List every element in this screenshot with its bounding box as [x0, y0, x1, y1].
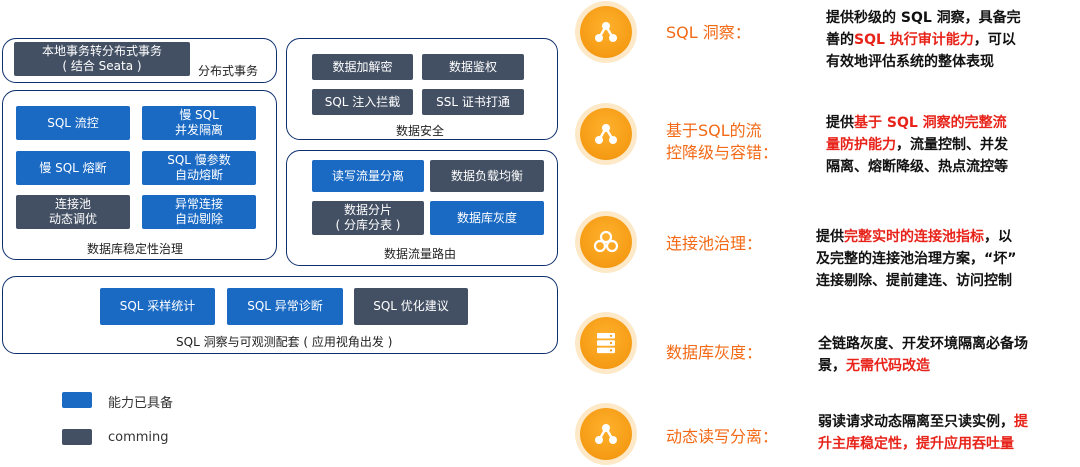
box-rw-traffic-split: 读写流量分离	[312, 160, 424, 192]
feature-rw-split-icon-circle	[580, 408, 632, 460]
highlight-text: 基于 SQL 洞察的完整流	[854, 115, 1007, 131]
desc-text: ，可以	[973, 32, 1016, 48]
desc-text: 及完整的连接池治理方案，“坏”	[816, 251, 1017, 267]
box-data-encryption: 数据加解密	[312, 54, 413, 80]
desc-text: 善的	[826, 32, 854, 48]
desc-text: 提供	[826, 115, 854, 131]
group-distributed-title: 分布式事务	[198, 64, 259, 78]
legend-available-swatch	[62, 392, 92, 408]
box-slow-sql-isolation: 慢 SQL 并发隔离	[142, 106, 256, 140]
group-routing-title: 数据流量路由	[384, 247, 457, 261]
feature-flow-control-icon-circle	[580, 108, 632, 160]
feature-db-gray-desc: 全链路灰度、开发环境隔离必备场景，无需代码改造	[818, 333, 1068, 377]
group-observability-title: SQL 洞察与可观测配套 ( 应用视角出发 )	[176, 335, 393, 349]
legend-coming-label: comming	[108, 430, 169, 445]
desc-text: 连接剔除、提前建连、访问控制	[816, 273, 1012, 289]
share-nodes-icon	[595, 124, 617, 144]
feature-db-gray-title: 数据库灰度：	[666, 343, 763, 362]
desc-text: 景，	[818, 358, 846, 374]
box-sql-sampling: SQL 采样统计	[100, 288, 215, 325]
highlight-text: 升主库稳定性，提升应用吞吐量	[818, 436, 1014, 452]
box-sql-injection-block: SQL 注入拦截	[312, 89, 413, 115]
group-security-title: 数据安全	[396, 124, 445, 138]
feature-connection-pool-icon-circle	[580, 216, 632, 268]
database-icon	[597, 333, 615, 354]
highlight-text: 无需代码改造	[846, 358, 930, 374]
desc-text: 隔离、熔断降级、热点流控等	[826, 159, 1008, 175]
feature-flow-control-desc: 提供基于 SQL 洞察的完整流量防护能力，流量控制、并发隔离、熔断降级、热点流控…	[826, 112, 1066, 178]
feature-flow-control-title: 基于SQL的流 控降级与容错：	[666, 121, 779, 162]
box-sql-anomaly-diagnosis: SQL 异常诊断	[227, 288, 343, 325]
feature-connection-pool-desc: 提供完整实时的连接池指标，以及完整的连接池治理方案，“坏” 连接剔除、提前建连、访…	[816, 226, 1066, 292]
box-sql-optimization: SQL 优化建议	[354, 288, 468, 325]
feature-sql-insight-icon-circle	[580, 6, 632, 58]
box-data-authentication: 数据鉴权	[422, 54, 524, 80]
legend-coming-swatch	[62, 429, 92, 445]
box-ssl-certificate: SSL 证书打通	[422, 89, 524, 115]
feature-sql-insight-desc: 提供秒级的 SQL 洞察，具备完善的SQL 执行审计能力，可以有效地评估系统的整…	[826, 7, 1066, 73]
feature-db-gray-icon-circle	[580, 317, 632, 369]
cloud-icon	[593, 230, 619, 253]
desc-text: ，以	[984, 229, 1012, 245]
feature-rw-split-desc: 弱读请求动态隔离至只读实例，提升主库稳定性，提升应用吞吐量	[818, 411, 1068, 455]
box-sql-slow-param-break: SQL 慢参数 自动熔断	[142, 151, 256, 185]
desc-text: 弱读请求动态隔离至只读实例，	[818, 414, 1014, 430]
box-abnormal-conn-removal: 异常连接 自动剔除	[142, 195, 256, 229]
highlight-text: 提	[1014, 414, 1028, 430]
box-db-gray-release: 数据库灰度	[430, 201, 544, 235]
highlight-text: SQL 执行审计能力	[854, 32, 974, 48]
share-nodes-icon	[595, 424, 617, 444]
group-stability-title: 数据库稳定性治理	[87, 242, 184, 256]
feature-rw-split-title: 动态读写分离：	[666, 427, 779, 446]
box-load-balancing: 数据负载均衡	[430, 160, 544, 192]
box-pool-dynamic-tuning: 连接池 动态调优	[16, 195, 130, 229]
feature-connection-pool-title: 连接池治理：	[666, 234, 763, 253]
box-sql-flow-control: SQL 流控	[16, 106, 130, 140]
legend-available-label: 能力已具备	[108, 396, 174, 411]
desc-text: 全链路灰度、开发环境隔离必备场	[818, 336, 1028, 352]
desc-text: 有效地评估系统的整体表现	[826, 54, 994, 70]
desc-text: 提供	[816, 229, 844, 245]
desc-text: 提供秒级的 SQL 洞察，具备完	[826, 10, 1021, 26]
box-data-sharding: 数据分片 ( 分库分表 )	[312, 201, 424, 235]
box-local-to-distributed-tx: 本地事务转分布式事务 ( 结合 Seata )	[14, 42, 190, 76]
feature-sql-insight-title: SQL 洞察：	[666, 23, 751, 42]
share-nodes-icon	[595, 22, 617, 42]
desc-text: ，流量控制、并发	[896, 137, 1008, 153]
highlight-text: 完整实时的连接池指标	[844, 229, 984, 245]
highlight-text: 量防护能力	[826, 137, 896, 153]
box-slow-sql-circuit-break: 慢 SQL 熔断	[16, 151, 130, 185]
